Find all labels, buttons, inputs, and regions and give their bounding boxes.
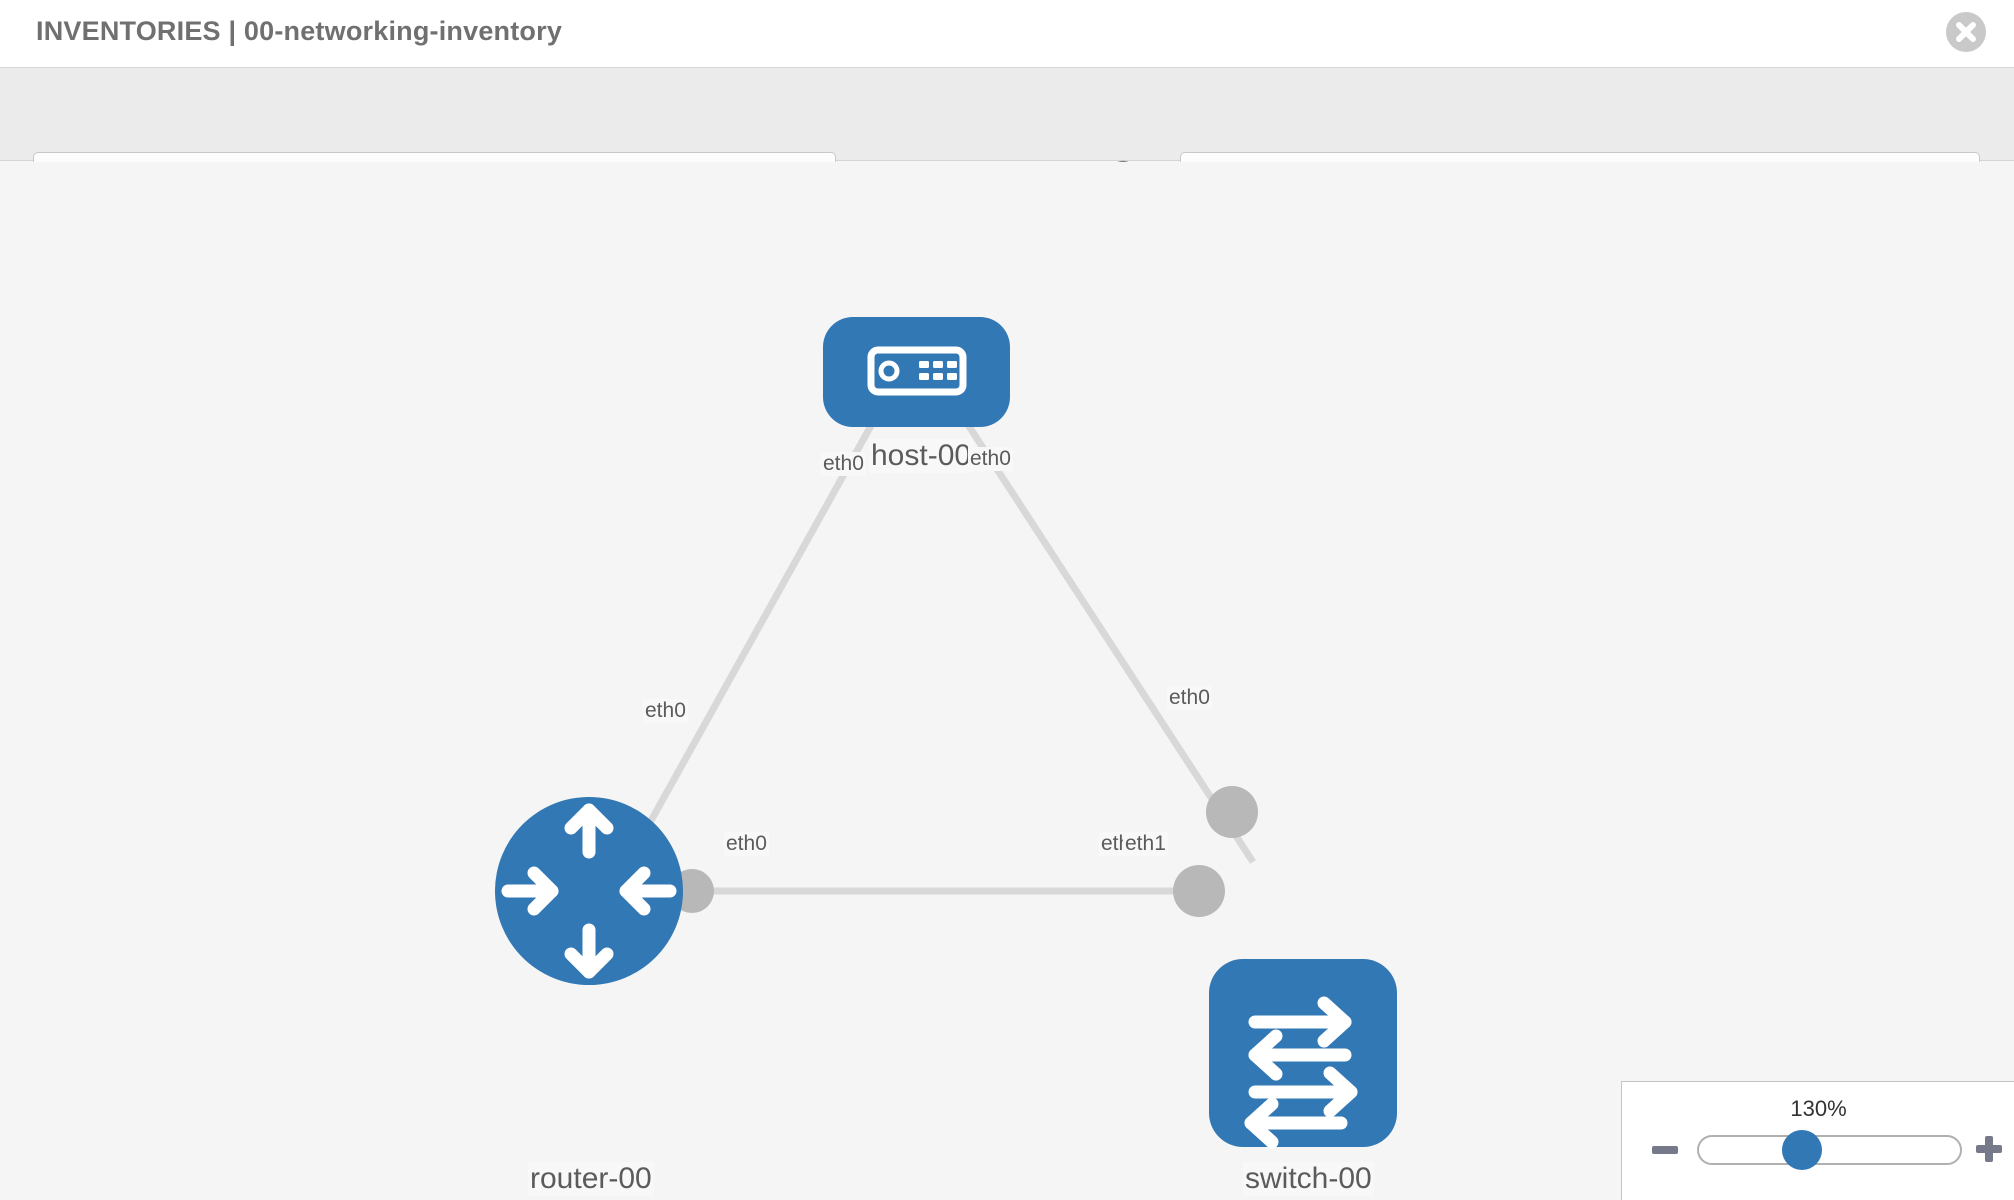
server-icon <box>867 346 967 396</box>
if-label-router-to-host: eth0 <box>643 699 688 723</box>
if-label-host-right: eth0 <box>968 447 1013 471</box>
zoom-percent-label: 130% <box>1790 1096 1847 1121</box>
node-host-00[interactable] <box>823 317 1010 427</box>
plus-icon[interactable] <box>1976 1136 2002 1162</box>
topology-canvas[interactable]: host-00 router-00 switch-00 eth0 eth0 et… <box>0 162 2014 1200</box>
topology-graph <box>495 317 1397 1149</box>
zoom-slider-track[interactable] <box>1697 1135 1962 1165</box>
minus-icon[interactable] <box>1652 1146 1678 1154</box>
node-label-host-00: host-00 <box>869 439 974 473</box>
title-bar: INVENTORIES | 00-networking-inventory <box>0 0 2014 68</box>
zoom-slider-thumb[interactable] <box>1782 1130 1822 1170</box>
if-label-switch-to-host: eth0 <box>1167 686 1212 710</box>
page-title: INVENTORIES | 00-networking-inventory <box>36 16 563 46</box>
connector-switch-nw <box>1206 786 1258 838</box>
if-label-host-left: eth0 <box>821 452 866 476</box>
close-icon[interactable] <box>1946 12 1986 52</box>
if-label-router-to-switch: eth0 <box>724 832 769 856</box>
switch-icon <box>1244 996 1358 1149</box>
if-label-switch-to-router: eth1 <box>1123 832 1168 856</box>
connector-switch-west <box>1173 865 1225 917</box>
node-router-00[interactable] <box>495 797 683 985</box>
toolbar: ACTIONS SEARCH <box>0 68 2014 206</box>
zoom-control-panel: 130% <box>1621 1081 2014 1200</box>
node-label-switch-00: switch-00 <box>1243 1162 1374 1196</box>
router-icon <box>501 803 677 979</box>
node-label-router-00: router-00 <box>528 1162 654 1196</box>
node-switch-00[interactable] <box>1209 959 1397 1149</box>
